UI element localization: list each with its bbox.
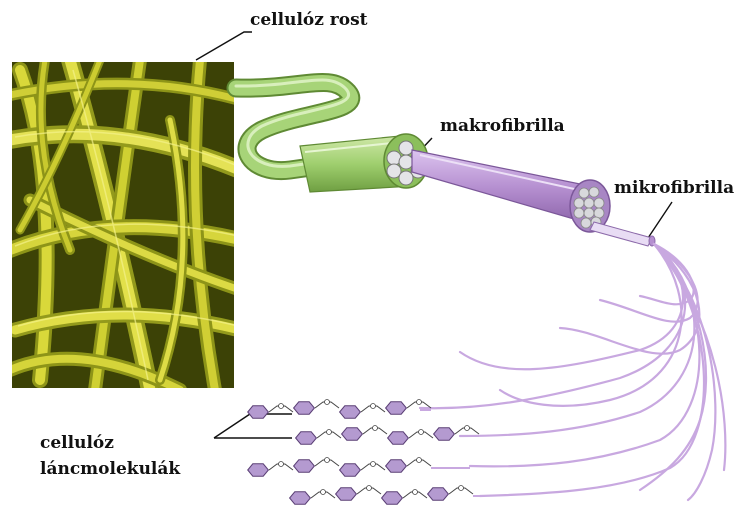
oxygen-bridge — [465, 426, 470, 431]
oxygen-bridge — [279, 462, 284, 467]
glucose-ring — [294, 402, 315, 414]
oxygen-bridge — [325, 458, 330, 463]
glucose-ring — [434, 428, 455, 440]
label-chain-line1: cellulóz — [40, 430, 180, 456]
glucose-ring — [386, 402, 407, 414]
fiber-micrograph — [10, 60, 240, 390]
oxygen-bridge — [373, 426, 378, 431]
leader-microfibril — [648, 202, 672, 238]
oxygen-bridge — [371, 462, 376, 467]
glucose-ring — [386, 460, 407, 472]
glucose-ring — [294, 460, 315, 472]
oxygen-bridge — [371, 404, 376, 409]
glucose-ring — [248, 406, 269, 418]
glucose-ring — [342, 428, 363, 440]
label-macrofibril: makrofibrilla — [440, 118, 565, 135]
oxygen-bridge — [413, 490, 418, 495]
glucose-ring — [340, 406, 361, 418]
oxygen-bridge — [417, 400, 422, 405]
label-chain-line2: láncmolekulák — [40, 456, 180, 482]
oxygen-bridge — [279, 404, 284, 409]
glucose-ring — [248, 464, 269, 476]
label-chain-molecules: cellulóz láncmolekulák — [40, 430, 180, 482]
cellulose-chain-molecules — [248, 400, 480, 505]
oxygen-bridge — [327, 430, 332, 435]
oxygen-bridge — [419, 430, 424, 435]
glucose-ring — [290, 492, 311, 504]
oxygen-bridge — [321, 490, 326, 495]
chain-strands — [420, 244, 725, 500]
oxygen-bridge — [459, 486, 464, 491]
glucose-ring — [336, 488, 357, 500]
leader-cellulose-fiber — [196, 32, 252, 60]
label-microfibril: mikrofibrilla — [614, 180, 734, 197]
glucose-ring — [382, 492, 403, 504]
glucose-ring — [296, 432, 317, 444]
glucose-ring — [388, 432, 409, 444]
microfibril-tube — [590, 222, 655, 246]
glucose-ring — [428, 488, 449, 500]
glucose-ring — [340, 464, 361, 476]
oxygen-bridge — [367, 486, 372, 491]
label-cellulose-fiber: cellulóz rost — [250, 12, 368, 29]
oxygen-bridge — [417, 458, 422, 463]
oxygen-bridge — [325, 400, 330, 405]
